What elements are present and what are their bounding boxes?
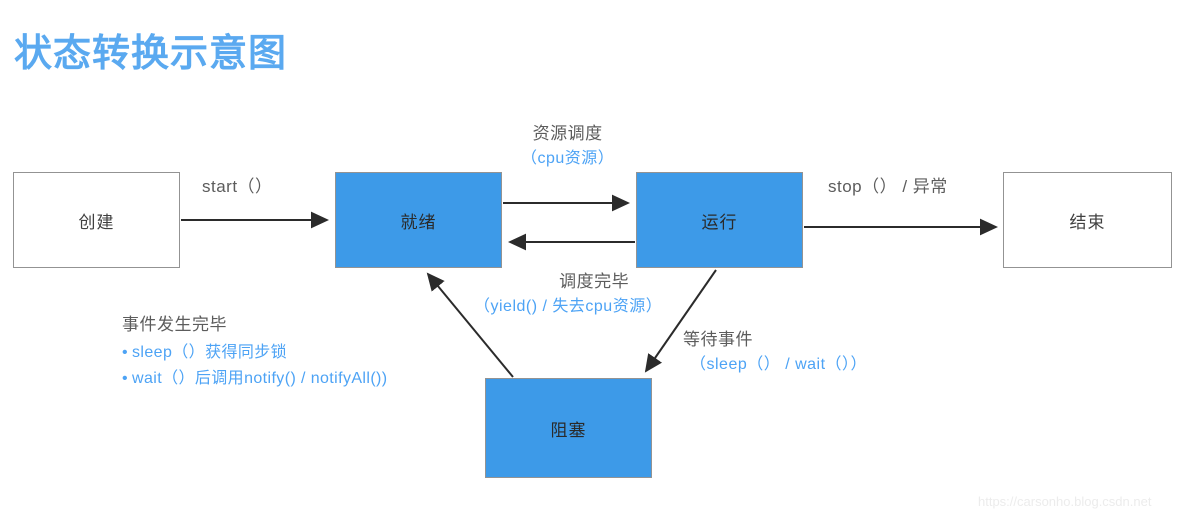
edge-label-start: start（） [202,175,273,200]
edge-label-wait-event-secondary: （sleep（） / wait（）） [690,355,868,373]
node-ready-label: 就绪 [400,212,437,232]
edge-running-to-blocked [644,269,717,373]
edge-label-resource-schedule-secondary: （cpu资源） [521,149,615,167]
bullet-icon: • [122,370,129,388]
edge-blocked-to-ready [426,272,514,378]
edge-label-stop-text: stop（） / 异常 [828,177,948,196]
edge-label-schedule-done: 调度完毕 （yield() / 失去cpu资源） [474,270,662,318]
note-item: •sleep（）获得同步锁 [122,340,388,366]
edge-label-stop: stop（） / 异常 [828,175,948,200]
node-created-label: 创建 [78,212,115,232]
notes-title: 事件发生完毕 [122,315,227,334]
node-blocked[interactable]: 阻塞 [485,378,652,478]
edge-label-wait-event: 等待事件 （sleep（） / wait（）） [683,328,867,376]
edge-label-schedule-done-primary: 调度完毕 [559,272,630,291]
bullet-icon: • [122,344,129,361]
edge-label-wait-event-primary: 等待事件 [683,330,753,349]
page-title: 状态转换示意图 [14,33,288,75]
edge-label-schedule-done-secondary: （yield() / 失去cpu资源） [474,297,663,315]
node-running[interactable]: 运行 [636,172,803,268]
node-running-label: 运行 [701,212,738,232]
watermark: https://carsonho.blog.csdn.net [978,494,1152,509]
edge-label-resource-schedule-primary: 资源调度 [532,124,603,143]
node-ready[interactable]: 就绪 [335,172,502,268]
note-item: •wait（）后调用notify() / notifyAll()) [122,366,388,392]
notes-block: 事件发生完毕 •sleep（）获得同步锁 •wait（）后调用notify() … [122,310,388,393]
note-item-text: sleep（）获得同步锁 [132,344,288,361]
node-finished-label: 结束 [1069,212,1106,232]
node-created[interactable]: 创建 [13,172,180,268]
edge-label-start-text: start（） [202,177,273,196]
note-item-text: wait（）后调用notify() / notifyAll()) [132,370,388,388]
edge-label-resource-schedule: 资源调度 （cpu资源） [521,122,614,170]
node-finished[interactable]: 结束 [1003,172,1172,268]
node-blocked-label: 阻塞 [550,420,587,440]
